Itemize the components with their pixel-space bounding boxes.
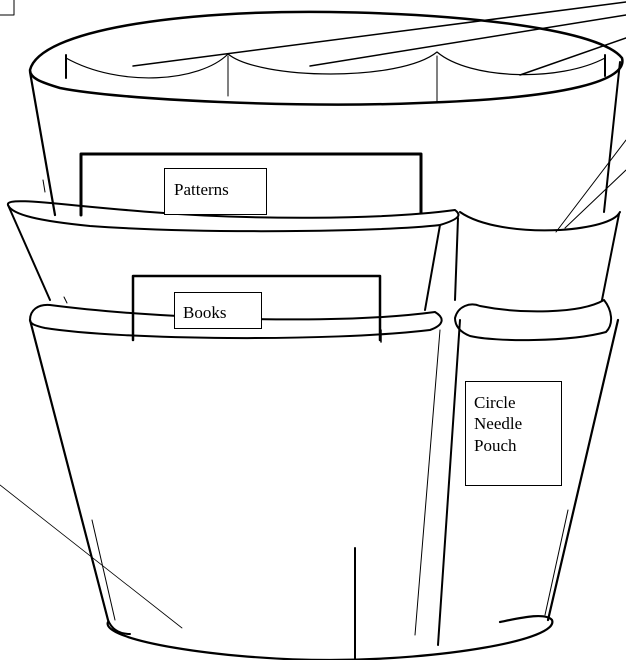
circle-needle-pouch-line-3: Pouch: [474, 435, 561, 456]
small-tick-1: [43, 180, 45, 192]
circle-needle-pouch-line-1: Circle: [474, 392, 561, 413]
top-rim-ellipse: [30, 12, 622, 105]
bottom-tier-right-rim: [455, 300, 611, 340]
bottom-center-divider-thin: [415, 330, 440, 635]
needle-1: [133, 2, 626, 66]
circle-needle-pouch-label: Circle Needle Pouch: [465, 381, 562, 486]
handle-line: [0, 485, 182, 628]
bottom-center-divider-thick: [438, 320, 460, 645]
top-bucket-left-wall: [30, 72, 55, 215]
middle-right-wall: [602, 214, 619, 300]
circle-needle-pouch-line-2: Needle: [474, 413, 561, 434]
middle-divider-wall-1: [425, 225, 440, 310]
books-label: Books: [174, 292, 262, 329]
small-tick-2: [64, 297, 67, 303]
base-ellipse-left-curl: [108, 620, 130, 634]
bottom-left-wall: [30, 320, 108, 620]
base-ellipse: [108, 616, 553, 660]
needle-5: [565, 170, 626, 228]
patterns-label: Patterns: [164, 168, 267, 215]
top-bucket-right-wall: [604, 62, 620, 212]
middle-tier-right-rim: [460, 212, 620, 230]
bottom-right-inner-line: [545, 510, 568, 615]
middle-divider-wall-2: [455, 218, 458, 300]
corner-box-fragment: [0, 0, 14, 15]
